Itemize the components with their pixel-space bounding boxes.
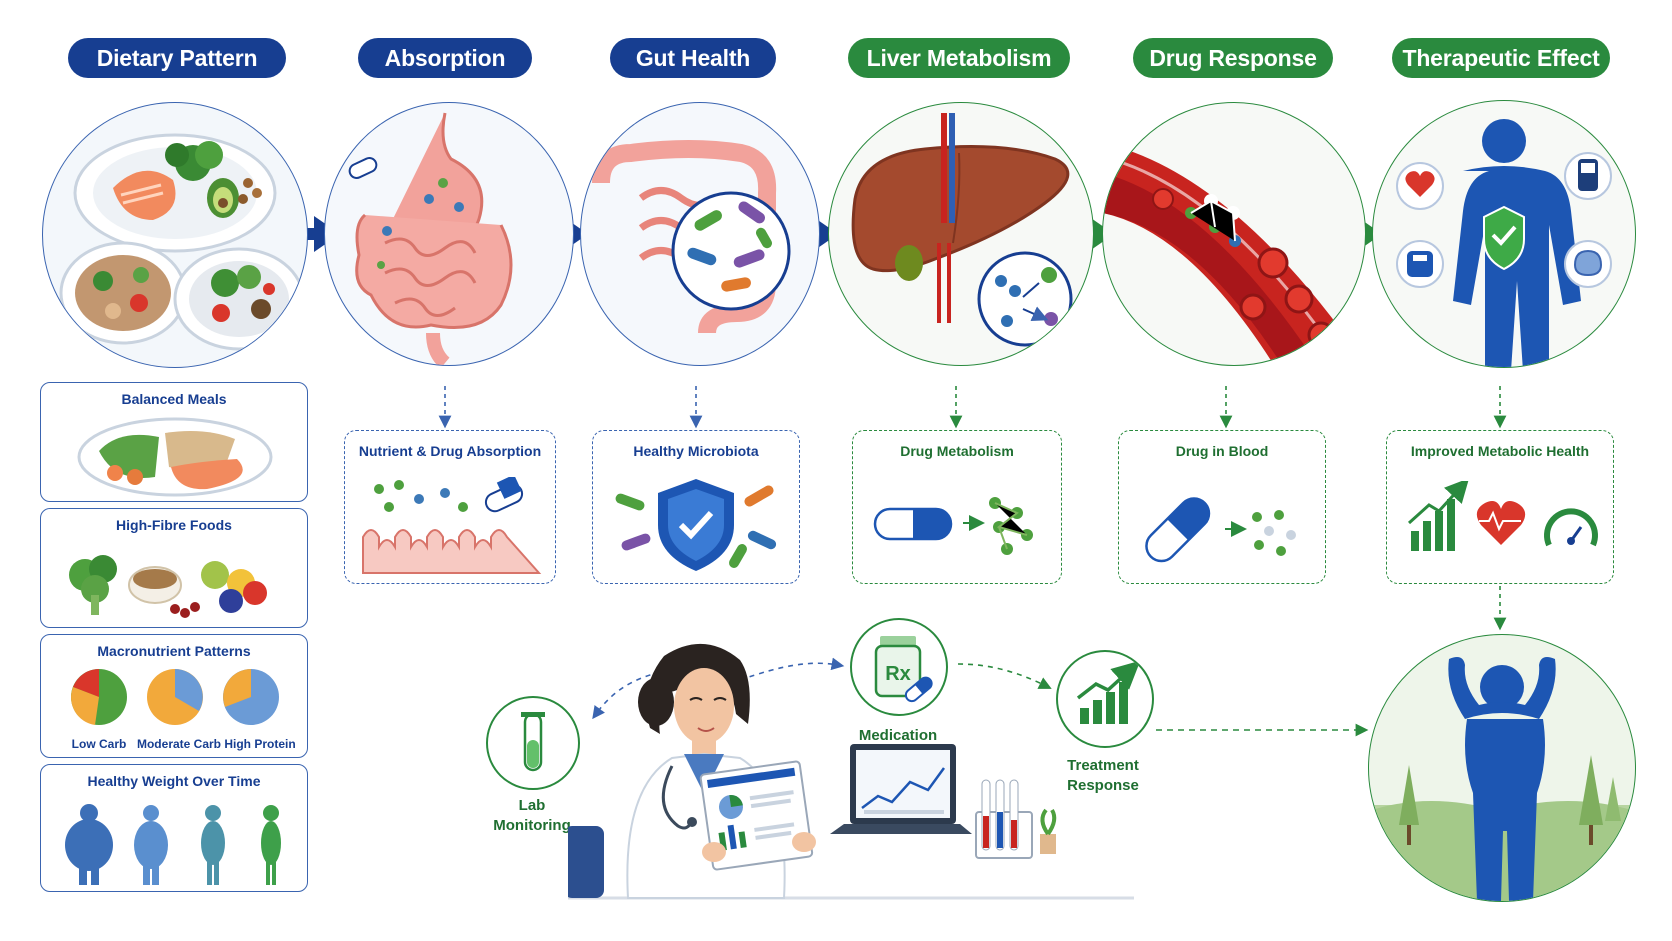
plate-icon [77, 417, 273, 497]
drug-response-detail-box: Drug in Blood [1118, 430, 1326, 584]
dietary-plates-circle [42, 102, 308, 368]
shield-check-icon [615, 479, 777, 571]
svg-text:Rx: Rx [885, 663, 911, 685]
stage-pill-absorption: Absorption [358, 38, 532, 78]
gut-health-detail-title: Healthy Microbiota [633, 443, 759, 459]
capsule-icon [1145, 497, 1296, 563]
stage-pill-therapeutic-effect: Therapeutic Effect [1392, 38, 1610, 78]
drug-response-detail-title: Drug in Blood [1175, 443, 1269, 459]
glucometer-icon [1564, 152, 1612, 200]
balanced-meals-card: Balanced Meals [40, 382, 308, 502]
liver-detail-box: Drug Metabolism [852, 430, 1062, 584]
high-fibre-foods-title: High-Fibre Foods [116, 517, 232, 533]
chart-up-icon [1076, 660, 1141, 724]
absorption-detail-title: Nutrient & Drug Absorption [358, 443, 542, 459]
molecule-icon [995, 267, 1058, 341]
medication-review-node: Rx [850, 618, 948, 716]
absorption-detail-box: Nutrient & Drug Absorption [344, 430, 556, 584]
healthy-weight-card: Healthy Weight Over Time [40, 764, 308, 892]
therapeutic-effect-circle [1372, 100, 1636, 368]
fibre-foods-icon [69, 555, 267, 618]
stomach-icon [348, 112, 513, 365]
heart-icon [1396, 162, 1444, 210]
body-icon [1453, 119, 1581, 367]
microbe-icon [687, 201, 772, 292]
lab-monitoring-node [486, 696, 580, 790]
scale-icon [1396, 240, 1444, 288]
high-protein-pie [223, 669, 279, 725]
macro-pies [71, 669, 279, 725]
healthy-outcome-circle [1368, 634, 1636, 902]
stage-pill-liver-metabolism: Liver Metabolism [848, 38, 1070, 78]
macronutrient-patterns-title: Macronutrient Patterns [97, 643, 251, 659]
villi-icon [362, 477, 542, 574]
strong-person-icon [1369, 657, 1635, 901]
gut-health-detail-box: Healthy Microbiota [592, 430, 800, 584]
macro-label-high-protein: High Protein [224, 737, 296, 751]
macronutrient-patterns-card: Macronutrient Patterns Low Carb Moderate… [40, 634, 308, 758]
rx-bottle-icon: Rx [874, 636, 933, 703]
moderate-carb-pie [147, 669, 203, 725]
lab-monitoring-label: Lab Monitoring [493, 797, 571, 834]
absorption-circle [324, 102, 574, 366]
laptop-icon [830, 744, 972, 834]
healthy-weight-title: Healthy Weight Over Time [87, 773, 261, 789]
liver-detail-title: Drug Metabolism [900, 443, 1014, 459]
macro-label-low-carb: Low Carb [71, 737, 127, 751]
figure-1 [65, 804, 113, 885]
macro-label-moderate-carb: Moderate Carb [136, 737, 222, 751]
blood-vessel-icon [1103, 143, 1365, 365]
plate-icon [59, 133, 305, 351]
chart-up-icon [1407, 481, 1598, 551]
balanced-meals-title: Balanced Meals [121, 391, 227, 407]
capsule-icon [873, 497, 1033, 555]
liver-metabolism-circle [828, 102, 1094, 366]
stage-pill-dietary-pattern: Dietary Pattern [68, 38, 286, 78]
stage-pill-drug-response: Drug Response [1133, 38, 1333, 78]
treatment-response-label: Treatment Response [1067, 757, 1139, 794]
therapeutic-detail-title: Improved Metabolic Health [1410, 443, 1590, 459]
stage-pill-gut-health: Gut Health [610, 38, 776, 78]
brain-icon [1564, 240, 1612, 288]
low-carb-pie [71, 669, 127, 725]
doctor-icon [568, 643, 1134, 900]
figure-4 [261, 805, 281, 885]
drug-response-circle [1102, 102, 1366, 366]
weight-figures [65, 804, 281, 885]
figure-3 [201, 805, 225, 885]
gut-health-circle [580, 102, 820, 366]
gauge-icon [1544, 508, 1598, 547]
figure-2 [134, 805, 168, 885]
therapeutic-detail-box: Improved Metabolic Health [1386, 430, 1614, 584]
high-fibre-foods-card: High-Fibre Foods [40, 508, 308, 628]
treatment-response-node [1056, 650, 1154, 748]
test-tube-icon [521, 712, 545, 772]
